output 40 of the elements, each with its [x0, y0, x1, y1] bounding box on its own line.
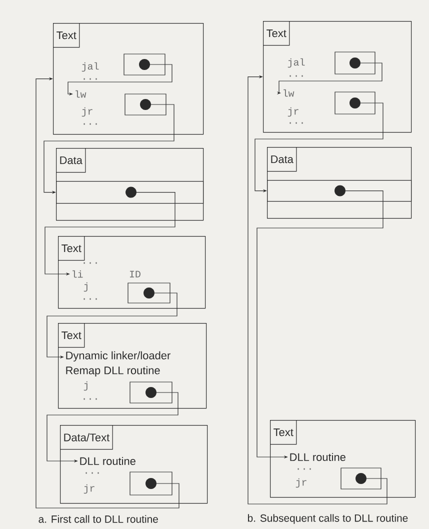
code-line: ... [290, 122, 303, 124]
code-line: ... [84, 398, 97, 400]
code-line: jr [84, 484, 94, 494]
pointer-cell [130, 382, 173, 404]
data-row [267, 180, 412, 202]
routine-label: DLL routine [80, 456, 136, 466]
pointer-cell [334, 52, 376, 74]
code-line: ... [84, 78, 97, 80]
caption: b. Subsequent calls to DLL routine [248, 514, 408, 524]
code-line: ... [84, 298, 97, 300]
routine-label: DLL routine [290, 452, 346, 462]
pointer-cell [124, 54, 166, 76]
code-line: jal [288, 58, 305, 68]
code-line: ... [84, 123, 97, 125]
routine-label: Dynamic linker/loader Remap DLL routine [66, 351, 170, 376]
pointer-cell [334, 92, 376, 114]
arrow [248, 75, 388, 504]
code-line: jr [288, 107, 298, 117]
caption: a. First call to DLL routine [38, 515, 158, 523]
code-line: j [84, 282, 88, 292]
pointer-cell [124, 94, 167, 116]
segment-box: Data [267, 147, 412, 219]
code-line: jal [82, 62, 99, 72]
code-line: ... [84, 262, 97, 264]
pointer-cell: ID [128, 270, 171, 304]
data-row [56, 181, 204, 204]
code-line: li [72, 270, 83, 278]
code-line: jr [296, 478, 306, 488]
code-line: ... [86, 472, 99, 474]
code-line: lw [284, 89, 294, 97]
node-label: ID [130, 270, 140, 278]
code-line: j [84, 381, 88, 391]
arrow [36, 77, 180, 508]
code-line: lw [76, 90, 86, 98]
code-line: ... [298, 468, 311, 470]
code-line: ... [290, 75, 303, 77]
pointer-cell [130, 472, 173, 496]
code-line: jr [82, 107, 92, 117]
segment-box: Data [56, 148, 204, 221]
pointer-cell [340, 468, 382, 490]
